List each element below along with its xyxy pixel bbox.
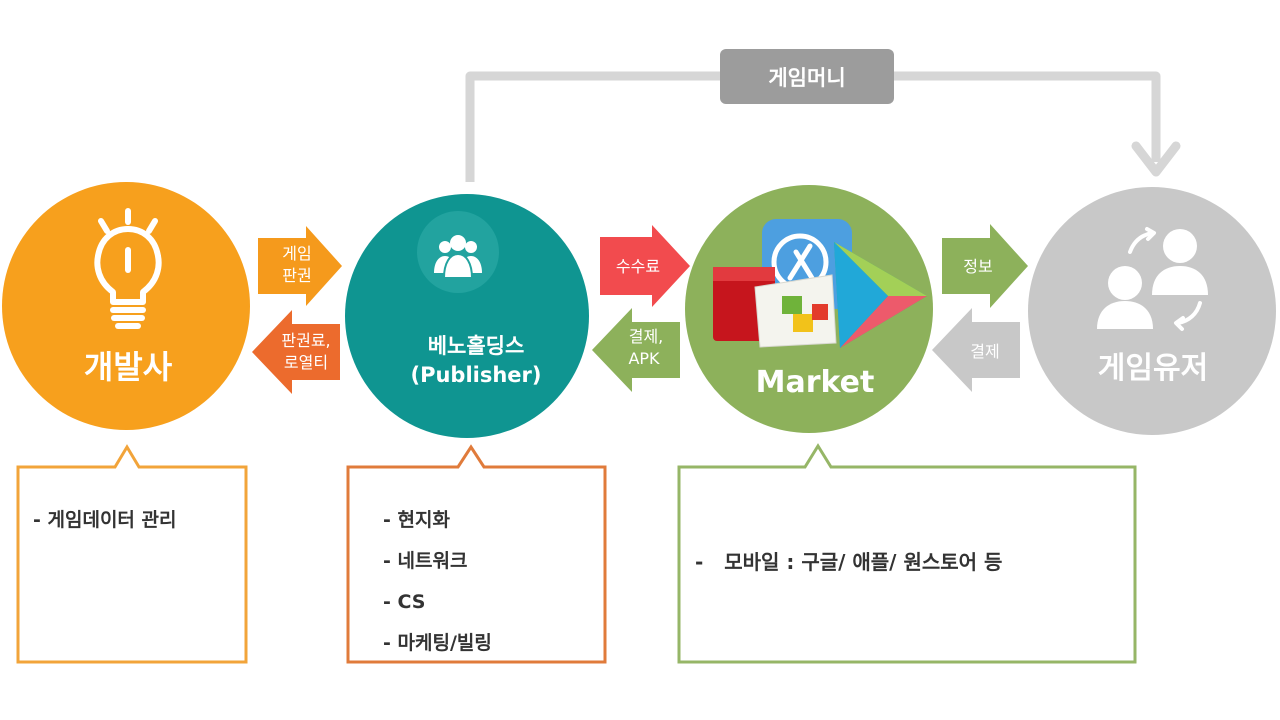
- arrow-dev-to-pub: 게임 판권: [258, 226, 342, 306]
- developer-callout-text: - 게임데이터 관리: [33, 505, 176, 532]
- market-callout: [677, 443, 1137, 664]
- developer-label: 개발사: [84, 348, 173, 386]
- market-label: Market: [756, 365, 875, 400]
- user-label: 게임유저: [1098, 351, 1208, 386]
- publisher-label: 베노홀딩스: [428, 334, 525, 358]
- game-money-badge: [720, 49, 894, 104]
- publisher-icon-bg: [417, 211, 499, 293]
- users-exchange-icon: [1097, 227, 1208, 331]
- developer-circle: [2, 182, 250, 430]
- user-node: 게임유저: [1028, 187, 1276, 435]
- developer-callout-item: - 게임데이터 관리: [33, 509, 177, 531]
- publisher-callout-text: - 현지화 - 네트워크 - CS - 마케팅/빌링: [383, 500, 492, 664]
- arrow-user-to-market: 결제: [932, 308, 1020, 392]
- arrow-pub-to-dev-line1: 판권료,: [281, 331, 330, 350]
- arrow-pub-to-dev: 판권료, 로열티: [252, 310, 340, 394]
- arrow-market-to-pub-line1: 결제,: [629, 327, 664, 346]
- publisher-callout-item: - 현지화: [383, 509, 450, 531]
- publisher-callout-item: - 네트워크: [383, 550, 468, 572]
- publisher-circle: [345, 194, 589, 438]
- arrow-dev-to-pub-line1: 게임: [282, 244, 311, 263]
- arrow-market-to-user: 정보: [942, 224, 1028, 308]
- market-callout-item: - 모바일 : 구글/ 애플/ 원스토어 등: [695, 550, 1003, 574]
- publisher-callout-item: - 마케팅/빌링: [383, 632, 492, 654]
- market-callout-text: - 모바일 : 구글/ 애플/ 원스토어 등: [695, 498, 1002, 599]
- one-store-bag-icon: [754, 274, 837, 348]
- lightbulb-icon: [94, 208, 162, 329]
- publisher-callout-item: - CS: [383, 591, 426, 613]
- market-node: Market: [685, 185, 933, 433]
- loop-arrowhead: [1131, 141, 1181, 177]
- arrow-market-to-pub-line2: APK: [628, 349, 660, 368]
- game-money-loop: 게임머니: [465, 49, 1181, 182]
- people-group-icon: [434, 235, 482, 279]
- play-store-icon: [834, 242, 927, 348]
- arrow-pub-to-dev-line2: 로열티: [284, 353, 328, 372]
- developer-node: 개발사: [2, 182, 250, 430]
- arrow-user-to-market-line1: 결제: [970, 342, 999, 361]
- game-money-label: 게임머니: [768, 66, 845, 90]
- arrow-dev-to-pub-line2: 판권: [282, 266, 311, 285]
- publisher-callout: [346, 444, 607, 664]
- arrow-market-to-user-line1: 정보: [963, 257, 992, 276]
- arrow-pub-to-market-line1: 수수료: [616, 257, 660, 276]
- developer-callout: [16, 444, 248, 664]
- arrow-market-to-pub: 결제, APK: [592, 308, 680, 392]
- publisher-sublabel: (Publisher): [410, 363, 541, 387]
- arrow-pub-to-market: 수수료: [600, 225, 690, 307]
- publisher-node: 베노홀딩스 (Publisher): [345, 194, 589, 438]
- user-circle: [1028, 187, 1276, 435]
